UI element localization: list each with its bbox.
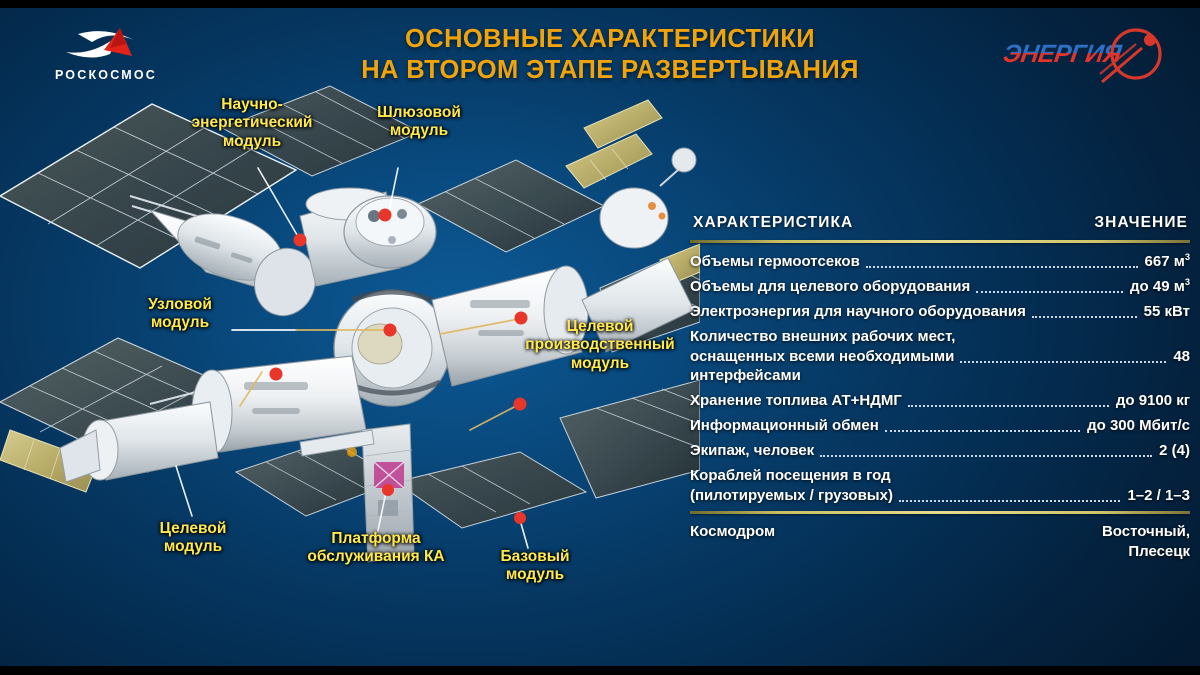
solar-array-upper-mid (220, 85, 422, 177)
table-row: Экипаж, человек 2 (4) (690, 441, 1190, 461)
row-label: Хранение топлива АТ+НДМГ (690, 392, 902, 409)
leader-dots (1031, 316, 1137, 318)
module-base (191, 355, 367, 455)
row-value: до 300 Мбит/с (1087, 417, 1190, 434)
service-platform (299, 423, 415, 563)
table-row: Объемы для целевого оборудования до 49 м… (690, 277, 1190, 297)
leader-dots (884, 430, 1081, 432)
row-value: 55 кВт (1143, 303, 1190, 320)
leader-dots (820, 455, 1153, 457)
leader-dots (907, 405, 1109, 407)
space-station-illustration (0, 85, 700, 563)
row-label: Экипаж, человек (690, 442, 815, 459)
table-header: ХАРАКТЕРИСТИКА ЗНАЧЕНИЕ (690, 214, 1190, 240)
energia-orbit-icon (1099, 28, 1162, 84)
row-label-line-2: (пилотируемых / грузовых) (690, 486, 893, 504)
module-right-far (581, 147, 697, 353)
column-header-characteristic: ХАРАКТЕРИСТИКА (693, 214, 854, 231)
header-divider (690, 240, 1190, 243)
title-line-2: НА ВТОРОМ ЭТАПЕ РАЗВЕРТЫВАНИЯ (361, 56, 859, 85)
callout-tselevoy-proizvodstvennyy-modul: Целевой производственный модуль (525, 318, 675, 372)
table-row: Количество внешних рабочих мест, оснащен… (690, 327, 1190, 386)
table-row: Хранение топлива АТ+НДМГ до 9100 кг (690, 391, 1190, 411)
row-label-line-1: Количество внешних рабочих мест, (690, 328, 956, 345)
specifications-table: ХАРАКТЕРИСТИКА ЗНАЧЕНИЕ Объемы гермоотсе… (690, 214, 1190, 562)
row-value: до 49 м3 (1130, 277, 1190, 295)
column-header-value: ЗНАЧЕНИЕ (1094, 214, 1188, 231)
table-row: Кораблей посещения в год (пилотируемых /… (690, 466, 1190, 505)
row-label-line-2-wrap: оснащенных всеми необходимыми 48 (690, 347, 1190, 367)
leader-dots (976, 291, 1124, 293)
leader-dots (865, 266, 1138, 268)
callout-platforma-obsluzhivaniya-ka: Платформа обслуживания КА (307, 530, 445, 566)
leader-lines (175, 167, 529, 549)
row-label-line-1: Кораблей посещения в год (690, 467, 891, 484)
table-footer-row: Космодром Восточный, Плесецк (690, 514, 1190, 562)
page-title: ОСНОВНЫЕ ХАРАКТЕРИСТИКИ НА ВТОРОМ ЭТАПЕ … (300, 24, 920, 86)
row-label: Объемы для целевого оборудования (690, 278, 971, 295)
solar-array-bottom-center (394, 451, 588, 529)
row-label: Электроэнергия для научного оборудования (690, 303, 1026, 320)
table-row: Электроэнергия для научного оборудования… (690, 302, 1190, 322)
letterbox-top (0, 0, 1200, 8)
table-row: Информационный обмен до 300 Мбит/с (690, 416, 1190, 436)
roscosmos-wordmark: РОСКОСМОС (54, 68, 158, 82)
marker-dots (269, 208, 528, 524)
callout-nauchno-energeticheskiy-modul: Научно- энергетический модуль (191, 96, 313, 150)
module-target-left (59, 401, 219, 483)
footer-divider (690, 511, 1190, 514)
row-value: до 9100 кг (1115, 392, 1190, 409)
solar-array-gold-upper (565, 99, 663, 189)
callout-uzlovoy-modul: Узловой модуль (148, 296, 212, 332)
leader-dots (960, 360, 1167, 363)
callout-shlyuzovoy-modul: Шлюзовой модуль (377, 104, 461, 140)
title-line-1: ОСНОВНЫЕ ХАРАКТЕРИСТИКИ (405, 25, 815, 53)
solar-array-right-lower (559, 379, 700, 499)
callout-bazovyy-modul: Базовый модуль (500, 548, 570, 584)
module-science-power (148, 208, 316, 317)
letterbox-bottom (0, 666, 1200, 675)
row-label: Объемы гермоотсеков (690, 253, 860, 270)
energia-logo: ЭНЕРГИЯ (996, 26, 1166, 88)
footer-label: Космодром (690, 523, 776, 540)
table-footer-section: Космодром Восточный, Плесецк (690, 511, 1190, 562)
table-rows: Объемы гермоотсеков 667 м3 Объемы для це… (690, 243, 1190, 505)
row-label-line-2: оснащенных всеми необходимыми (690, 347, 955, 365)
row-label-line-3: интерфейсами (690, 367, 801, 384)
module-airlock (343, 195, 437, 269)
roscosmos-logo: РОСКОСМОС (36, 22, 176, 88)
table-row: Объемы гермоотсеков 667 м3 (690, 252, 1190, 272)
row-value: 1–2 / 1–3 (1127, 486, 1190, 504)
leader-dots (898, 499, 1121, 502)
footer-value: Восточный, Плесецк (1101, 523, 1190, 560)
module-production (431, 265, 589, 387)
callout-tselevoy-modul: Целевой модуль (159, 520, 227, 556)
roscosmos-arrow-icon (66, 28, 134, 58)
row-label: Информационный обмен (690, 417, 879, 434)
row-value: 48 (1173, 347, 1190, 365)
row-label-line-2-wrap: (пилотируемых / грузовых) 1–2 / 1–3 (690, 486, 1190, 506)
row-value: 667 м3 (1144, 252, 1190, 270)
solar-array-left-upper (0, 103, 298, 269)
row-value: 2 (4) (1159, 442, 1190, 459)
